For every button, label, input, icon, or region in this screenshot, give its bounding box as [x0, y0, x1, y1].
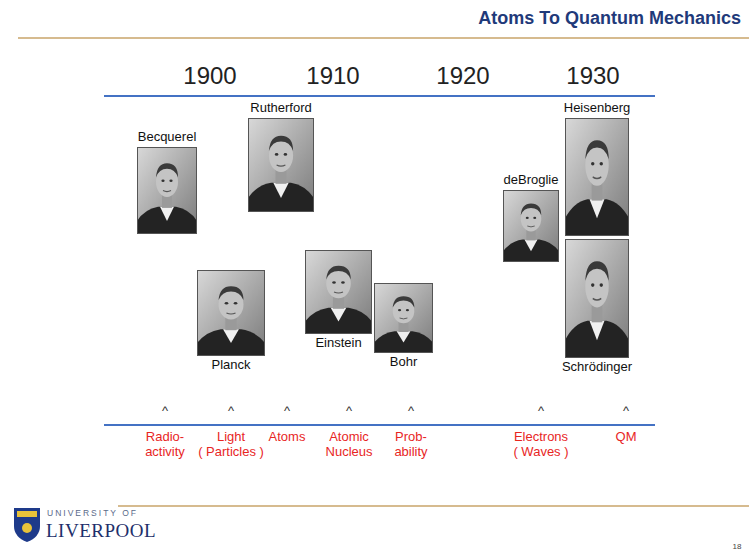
year-label: 1910 [306, 62, 359, 90]
timeline-line [104, 95, 655, 97]
portrait-frame: deBroglie [503, 190, 559, 262]
portrait [248, 118, 314, 212]
year-label: 1900 [183, 62, 236, 90]
university-shield [14, 508, 40, 542]
scientist-name: Einstein [315, 336, 361, 351]
milestone-label: Electrons ( Waves ) [513, 430, 568, 460]
caret-marker: ^ [284, 404, 290, 419]
logo-text: UNIVERSITY OF [47, 509, 138, 519]
scientist-name: Planck [211, 358, 250, 373]
milestone-label: Prob- ability [394, 430, 427, 460]
milestone-label: QM [616, 430, 637, 445]
logo-wordmark: LIVERPOOL [46, 520, 156, 542]
portrait [565, 118, 629, 236]
caret-marker: ^ [228, 404, 234, 419]
page-number: 18 [733, 542, 742, 551]
year-label: 1920 [436, 62, 489, 90]
portrait-frame: Planck [197, 270, 265, 356]
portrait [197, 270, 265, 356]
portrait [374, 283, 433, 353]
milestone-label: Atoms [269, 430, 306, 445]
header-rule [18, 37, 749, 39]
caret-marker: ^ [538, 404, 544, 419]
portrait-frame: Einstein [305, 250, 372, 334]
portrait-frame: Bohr [374, 283, 433, 353]
portrait-frame: Rutherford [248, 118, 314, 212]
caret-marker: ^ [162, 404, 168, 419]
portrait-frame: Becquerel [137, 147, 197, 234]
scientist-name: Becquerel [138, 130, 197, 145]
caret-marker: ^ [623, 404, 629, 419]
timeline-line [104, 424, 655, 426]
portrait-frame: Heisenberg [565, 118, 629, 236]
milestone-label: Light ( Particles ) [198, 430, 264, 460]
year-label: 1930 [566, 62, 619, 90]
caret-marker: ^ [346, 404, 352, 419]
caret-marker: ^ [408, 404, 414, 419]
portrait-frame: Schrödinger [565, 239, 629, 358]
scientist-name: Bohr [390, 355, 417, 370]
portrait [137, 147, 197, 234]
portrait [305, 250, 372, 334]
milestone-label: Atomic Nucleus [326, 430, 373, 460]
scientist-name: deBroglie [504, 173, 559, 188]
slide-title: Atoms To Quantum Mechanics [478, 8, 741, 30]
footer-rule [118, 505, 749, 507]
scientist-name: Rutherford [250, 101, 311, 116]
scientist-name: Schrödinger [562, 360, 632, 375]
scientist-name: Heisenberg [564, 101, 631, 116]
portrait [565, 239, 629, 358]
milestone-label: Radio- activity [145, 430, 185, 460]
portrait [503, 190, 559, 262]
